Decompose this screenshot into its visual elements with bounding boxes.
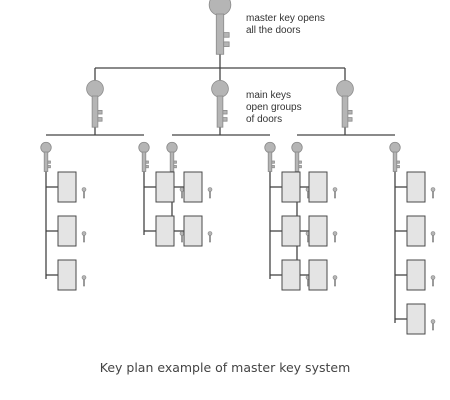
master-key-note-line1: master key opens — [246, 13, 325, 24]
main-keys-note-line1: main keys — [246, 90, 291, 101]
diagram-caption: Key plan example of master key system — [99, 360, 351, 375]
main-keys-annotation: main keys open groups of doors — [246, 90, 302, 125]
door-key-icon-1-1-1 — [81, 187, 87, 199]
door-icon-1-1-2 — [57, 215, 77, 247]
door-icon-3-1-3 — [308, 259, 328, 291]
door-icon-3-2-2 — [406, 215, 426, 247]
door-icon-1-1-3 — [57, 259, 77, 291]
main-key-icon-2 — [211, 79, 229, 128]
door-key-icon-1-2-1 — [179, 187, 185, 199]
key-layer — [40, 0, 401, 172]
door-key-icon-1-1-3 — [81, 275, 87, 287]
door-icon-2-2-1 — [281, 171, 301, 203]
door-key-icon-2-1-1 — [207, 187, 213, 199]
door-key-icon-3-2-2 — [430, 231, 436, 243]
main-keys-note-line3: of doors — [246, 114, 282, 125]
sub-key-icon-2-1 — [166, 141, 178, 172]
door-key-icon-2-1-2 — [207, 231, 213, 243]
door-icon-2-2-3 — [281, 259, 301, 291]
main-keys-note-line2: open groups — [246, 102, 302, 113]
door-icon-3-1-1 — [308, 171, 328, 203]
door-icon-3-2-3 — [406, 259, 426, 291]
sub-key-icon-2-2 — [264, 141, 276, 172]
sub-key-icon-1-2 — [138, 141, 150, 172]
door-key-icon-3-2-3 — [430, 275, 436, 287]
door-icon-1-2-2 — [155, 215, 175, 247]
door-icon-3-1-2 — [308, 215, 328, 247]
door-icon-3-2-4 — [406, 303, 426, 335]
sub-key-icon-3-2 — [389, 141, 401, 172]
door-layer — [57, 171, 436, 335]
master-key-annotation: master key opens all the doors — [246, 13, 325, 36]
main-key-icon-3 — [336, 79, 354, 128]
door-key-icon-3-2-1 — [430, 187, 436, 199]
door-key-icon-3-1-3 — [332, 275, 338, 287]
door-icon-1-2-1 — [155, 171, 175, 203]
door-icon-1-1-1 — [57, 171, 77, 203]
door-key-icon-3-2-4 — [430, 319, 436, 331]
door-key-icon-3-1-1 — [332, 187, 338, 199]
door-icon-3-2-1 — [406, 171, 426, 203]
door-icon-2-2-2 — [281, 215, 301, 247]
sub-key-icon-1-1 — [40, 141, 52, 172]
door-icon-2-1-1 — [183, 171, 203, 203]
door-key-icon-1-1-2 — [81, 231, 87, 243]
door-key-icon-3-1-2 — [332, 231, 338, 243]
door-key-icon-1-2-2 — [179, 231, 185, 243]
sub-key-icon-3-1 — [291, 141, 303, 172]
door-icon-2-1-2 — [183, 215, 203, 247]
master-key-note-line2: all the doors — [246, 25, 300, 36]
master-key-icon — [208, 0, 232, 56]
main-key-icon-1 — [85, 79, 105, 128]
